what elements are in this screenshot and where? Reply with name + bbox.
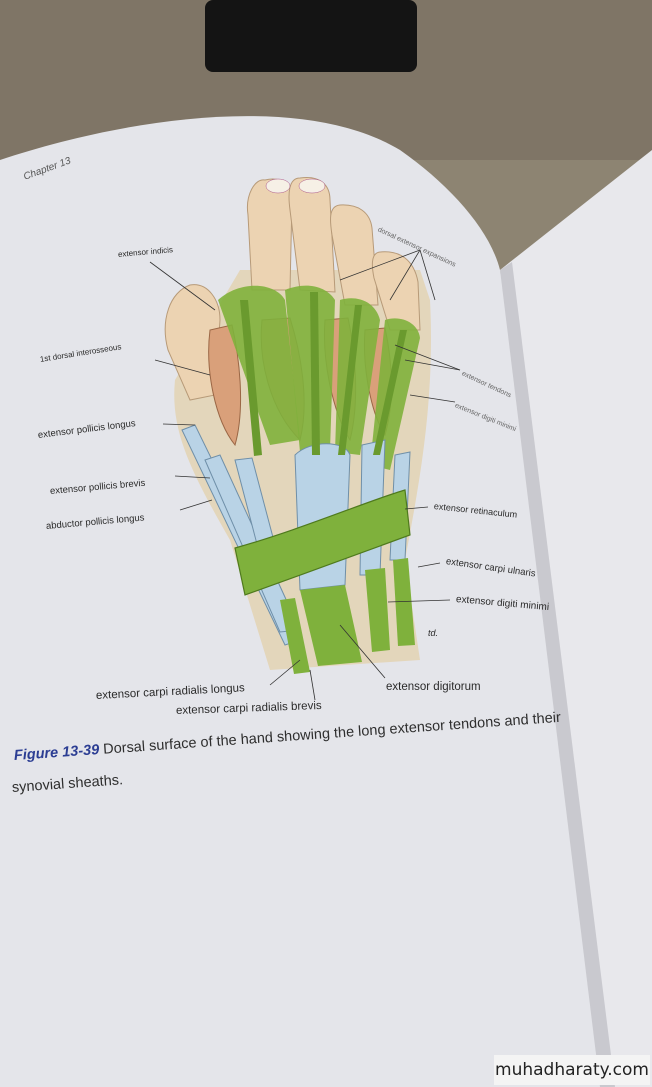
page-gutter [500, 262, 615, 1087]
hand-illustration [164, 176, 431, 674]
tendon-ring [338, 305, 362, 455]
index-nail [265, 178, 291, 194]
label-extensor-digitorum: extensor digitorum [386, 681, 481, 693]
thumb [164, 284, 221, 401]
tendon-extensor-carpi-ulnaris [393, 558, 415, 646]
index-finger [246, 178, 293, 291]
watermark-badge: muhadharaty.com [494, 1055, 650, 1085]
middle-nail [298, 178, 326, 194]
extensor-expansion-index [218, 285, 300, 445]
facing-page [500, 150, 652, 1087]
tendon-extensor-digiti-minimi [365, 568, 390, 652]
extensor-expansion-middle [285, 285, 335, 452]
tendon-little [373, 330, 407, 455]
leader-lines [149, 249, 461, 701]
tendon-extensor-digitorum [300, 585, 362, 666]
tendon-middle [310, 292, 320, 455]
label-td-signature: td. [428, 628, 439, 638]
tendon-index [240, 300, 262, 456]
extensor-retinaculum-band [234, 489, 411, 596]
black-device [205, 0, 417, 72]
tendon-ecr-longus [280, 598, 310, 674]
